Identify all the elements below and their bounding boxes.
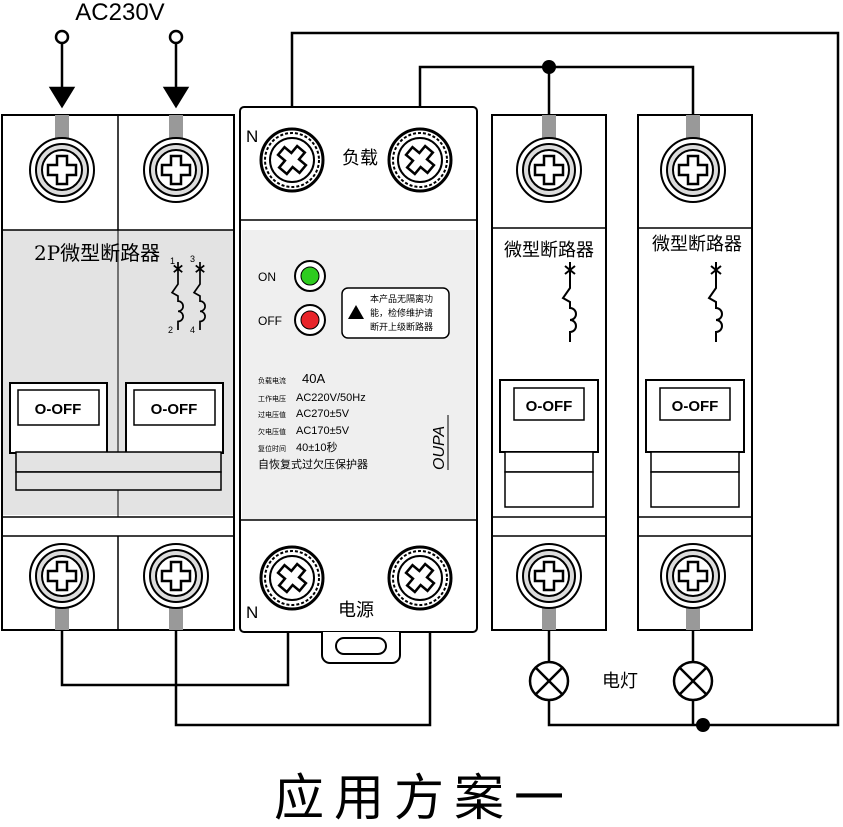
breaker-lever[interactable]: O-OFF xyxy=(499,379,599,453)
supply-label: AC230V xyxy=(75,0,164,26)
load-label: 负载 xyxy=(342,148,378,169)
spec-label: 工作电压 xyxy=(258,394,286,403)
product-name: 自恢复式过欠压保护器 xyxy=(258,457,368,471)
on-label: ON xyxy=(258,270,276,284)
on-led-light xyxy=(300,266,320,286)
breaker-lever[interactable]: O-OFF xyxy=(645,379,745,453)
terminal-screw-icon xyxy=(142,136,210,204)
pole-number: 3 xyxy=(190,254,195,264)
spec-value: AC270±5V xyxy=(296,408,350,420)
off-led-light xyxy=(300,310,320,330)
terminal-screw-icon xyxy=(387,545,453,611)
pole-number: 1 xyxy=(170,256,175,266)
breaker-2p-label: 2P微型断路器 xyxy=(34,241,160,265)
pole-number: 4 xyxy=(190,325,195,335)
source-label: 电源 xyxy=(338,600,374,621)
terminal-screw-icon xyxy=(659,542,727,610)
spec-label: 过电压值 xyxy=(258,410,286,419)
diagram-caption: 应用方案一 xyxy=(274,769,574,827)
spec-value: 40±10秒 xyxy=(296,440,338,454)
terminal-screw-icon xyxy=(515,136,583,204)
lamp-icon xyxy=(528,660,570,702)
n-label-top: N xyxy=(246,127,258,146)
lamp-icon xyxy=(672,660,714,702)
breaker-lever[interactable]: O-OFF xyxy=(125,382,224,454)
junction-dot xyxy=(696,718,710,732)
brand-logo: OUPA xyxy=(431,426,448,470)
lever-label: O-OFF xyxy=(672,398,719,415)
warning-text: 能，检修维护请 xyxy=(370,307,433,319)
spec-label: 负载电流 xyxy=(258,376,286,385)
spec-value: AC170±5V xyxy=(296,425,350,437)
n-label-bottom: N xyxy=(246,603,258,622)
warning-box xyxy=(341,287,450,339)
lever-label: O-OFF xyxy=(151,401,198,418)
breaker-lever[interactable]: O-OFF xyxy=(9,382,108,454)
terminal-screw-icon xyxy=(28,542,96,610)
terminal-screw-icon xyxy=(259,127,325,193)
terminal-screw-icon xyxy=(259,545,325,611)
pole-number: 2 xyxy=(168,325,173,335)
terminal-screw-icon xyxy=(142,542,210,610)
off-label: OFF xyxy=(258,314,282,328)
junction-dot xyxy=(542,60,556,74)
terminal-screw-icon xyxy=(515,542,583,610)
wires xyxy=(48,31,840,727)
terminal-ring-right xyxy=(168,29,184,45)
spec-label: 欠电压值 xyxy=(258,427,286,436)
spec-value: AC220V/50Hz xyxy=(296,392,366,404)
terminal-ring-left xyxy=(54,29,70,45)
terminal-screw-icon xyxy=(659,136,727,204)
voltage-protector: N 负载 N 电源 ON OFF 本产品无隔离功 能，检修维护请 断开上级断路器… xyxy=(239,106,478,664)
warning-text: 本产品无隔离功 xyxy=(370,293,433,305)
terminal-screw-icon xyxy=(387,127,453,193)
breaker-1p-b: 微型断路器 O-OFF xyxy=(637,114,753,631)
spec-label: 复位时间 xyxy=(258,444,286,453)
warning-icon xyxy=(348,305,364,319)
warning-text: 断开上级断路器 xyxy=(370,321,433,333)
breaker-1p-a: 微型断路器 O-OFF xyxy=(491,114,607,631)
breaker-label: 微型断路器 xyxy=(652,234,742,255)
breaker-2p: 2P微型断路器 1 3 2 4 O-OFF O-OFF xyxy=(1,114,235,631)
terminal-screw-icon xyxy=(28,136,96,204)
spec-value: 40A xyxy=(302,371,325,386)
lamp-label: 电灯 xyxy=(602,671,638,692)
breaker-label: 微型断路器 xyxy=(504,240,594,261)
lever-label: O-OFF xyxy=(35,401,82,418)
lever-label: O-OFF xyxy=(526,398,573,415)
